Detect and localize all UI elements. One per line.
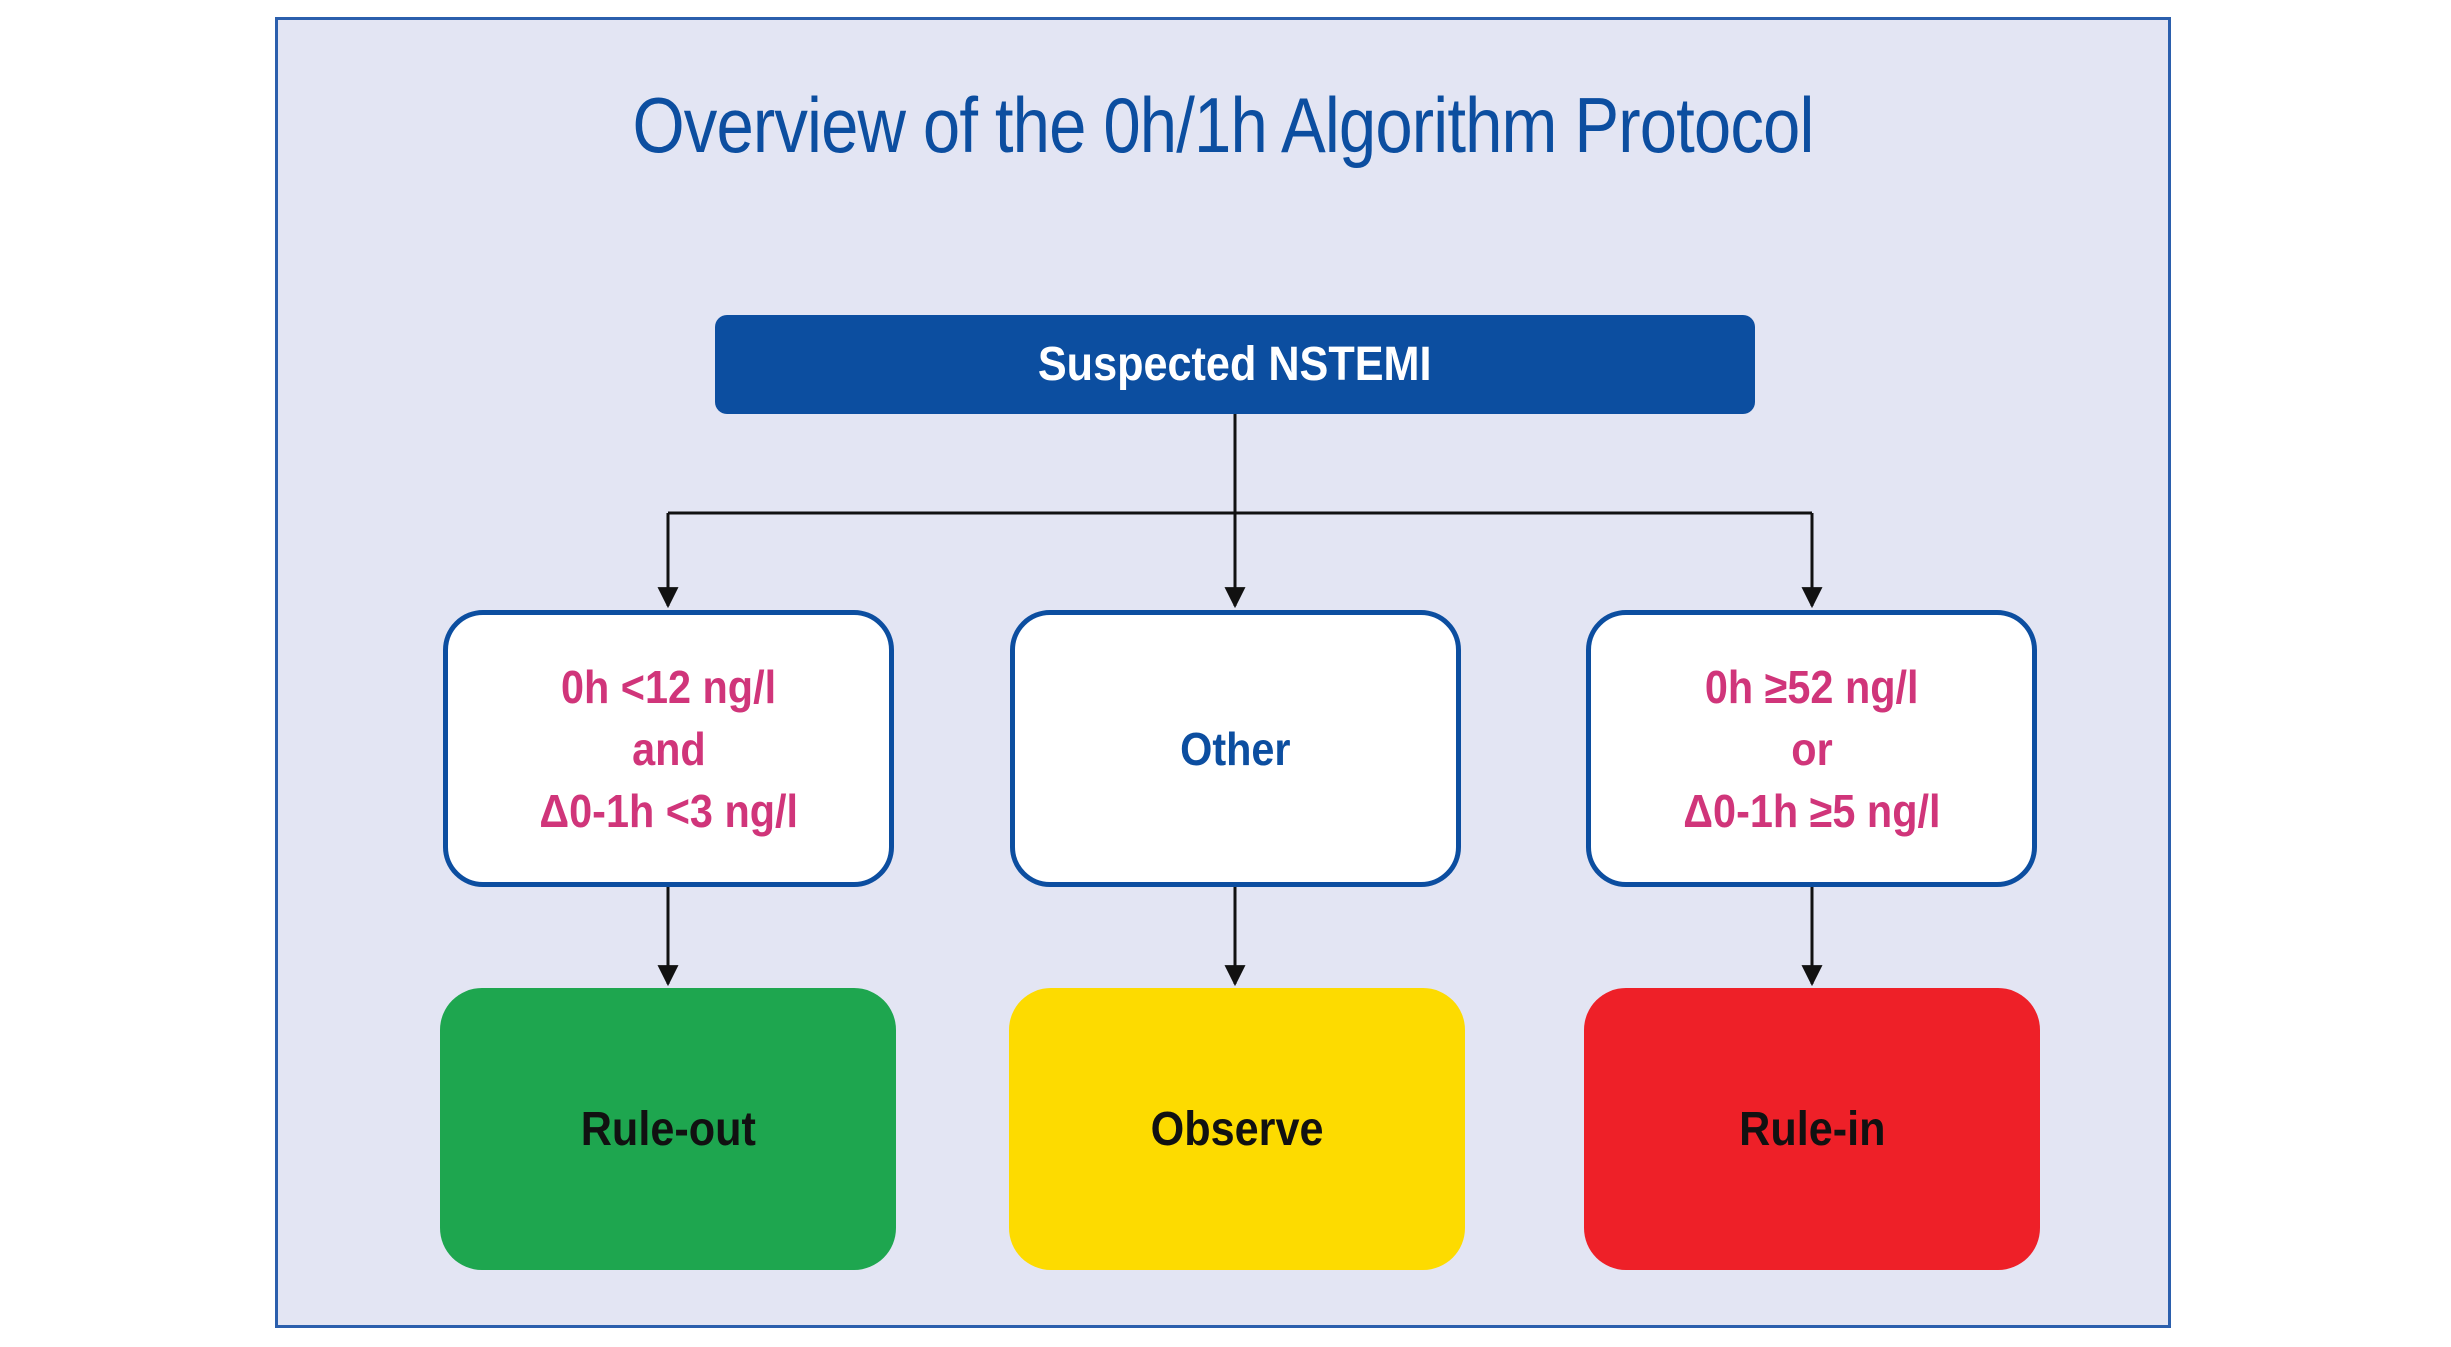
condition-node-rule-out: 0h <12 ng/l and Δ0-1h <3 ng/l [443,610,894,887]
outcome-label: Observe [1150,1102,1324,1156]
condition-line: Δ0-1h <3 ng/l [539,784,798,837]
outcome-label: Rule-out [580,1102,756,1156]
start-node-label: Suspected NSTEMI [1038,338,1432,391]
condition-line: and [631,722,706,775]
condition-node-observe: Other [1010,610,1461,887]
condition-node-rule-in: 0h ≥52 ng/l or Δ0-1h ≥5 ng/l [1586,610,2037,887]
condition-line: 0h <12 ng/l [560,660,777,713]
condition-line: Δ0-1h ≥5 ng/l [1682,784,1941,837]
outcome-label: Rule-in [1738,1102,1886,1156]
start-node: Suspected NSTEMI [715,315,1755,414]
outcome-node-rule-in: Rule-in [1584,988,2040,1270]
condition-line: or [1790,722,1833,775]
outcome-node-rule-out: Rule-out [440,988,896,1270]
outcome-node-observe: Observe [1009,988,1465,1270]
condition-line: Other [1180,722,1291,775]
diagram-title: Overview of the 0h/1h Algorithm Protocol [632,81,1814,169]
condition-line: 0h ≥52 ng/l [1704,660,1919,713]
